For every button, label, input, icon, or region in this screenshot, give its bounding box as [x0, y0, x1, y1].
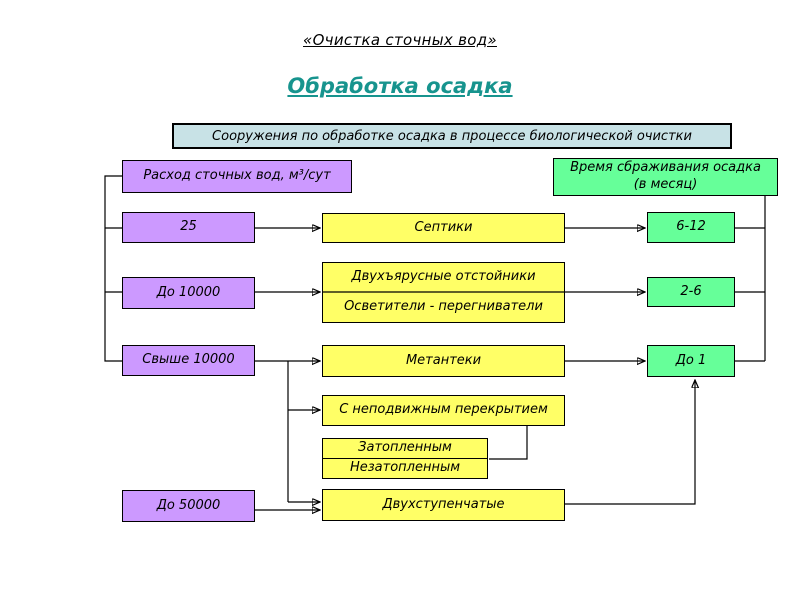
left-spine-line	[104, 175, 122, 362]
node-flow-25: 25	[122, 212, 255, 243]
node-flow-to-10000: До 10000	[122, 277, 255, 309]
node-two-tier-settlers: Двухъярусные отстойники	[351, 269, 536, 285]
node-flow-to-50000: До 50000	[122, 490, 255, 522]
time-header-line2: (в месяц)	[633, 177, 698, 192]
node-two-stage: Двухступенчатые	[322, 489, 565, 521]
banner-caption: Сооружения по обработке осадка в процесс…	[172, 123, 732, 149]
node-flow-over-10000: Свыше 10000	[122, 345, 255, 376]
node-not-submerged: Незатопленным	[322, 458, 488, 479]
bracket-submerged-line	[489, 426, 528, 460]
time-header-line1: Время сбраживания осадка	[570, 160, 761, 176]
node-submerged: Затопленным	[322, 438, 488, 459]
node-clarifier-digesters: Осветители - перегниватели	[344, 298, 543, 314]
page-title: «Очистка сточных вод»	[303, 31, 497, 49]
node-time-header: Время сбраживания осадка (в месяц)	[553, 158, 778, 196]
page-subtitle: Обработка осадка	[287, 74, 513, 98]
node-septics: Септики	[322, 213, 565, 243]
node-time-to-1: До 1	[647, 345, 735, 377]
arrow-two-stage-to-do1	[565, 380, 695, 505]
node-methane-tanks: Метантеки	[322, 345, 565, 377]
node-time-6-12: 6-12	[647, 212, 735, 243]
node-flow-header: Расход сточных вод, м³/сут	[122, 160, 352, 193]
node-time-2-6: 2-6	[647, 277, 735, 307]
node-fixed-cover: С неподвижным перекрытием	[322, 395, 565, 426]
node-settlers-combo: Двухъярусные отстойники Осветители - пер…	[322, 262, 565, 323]
